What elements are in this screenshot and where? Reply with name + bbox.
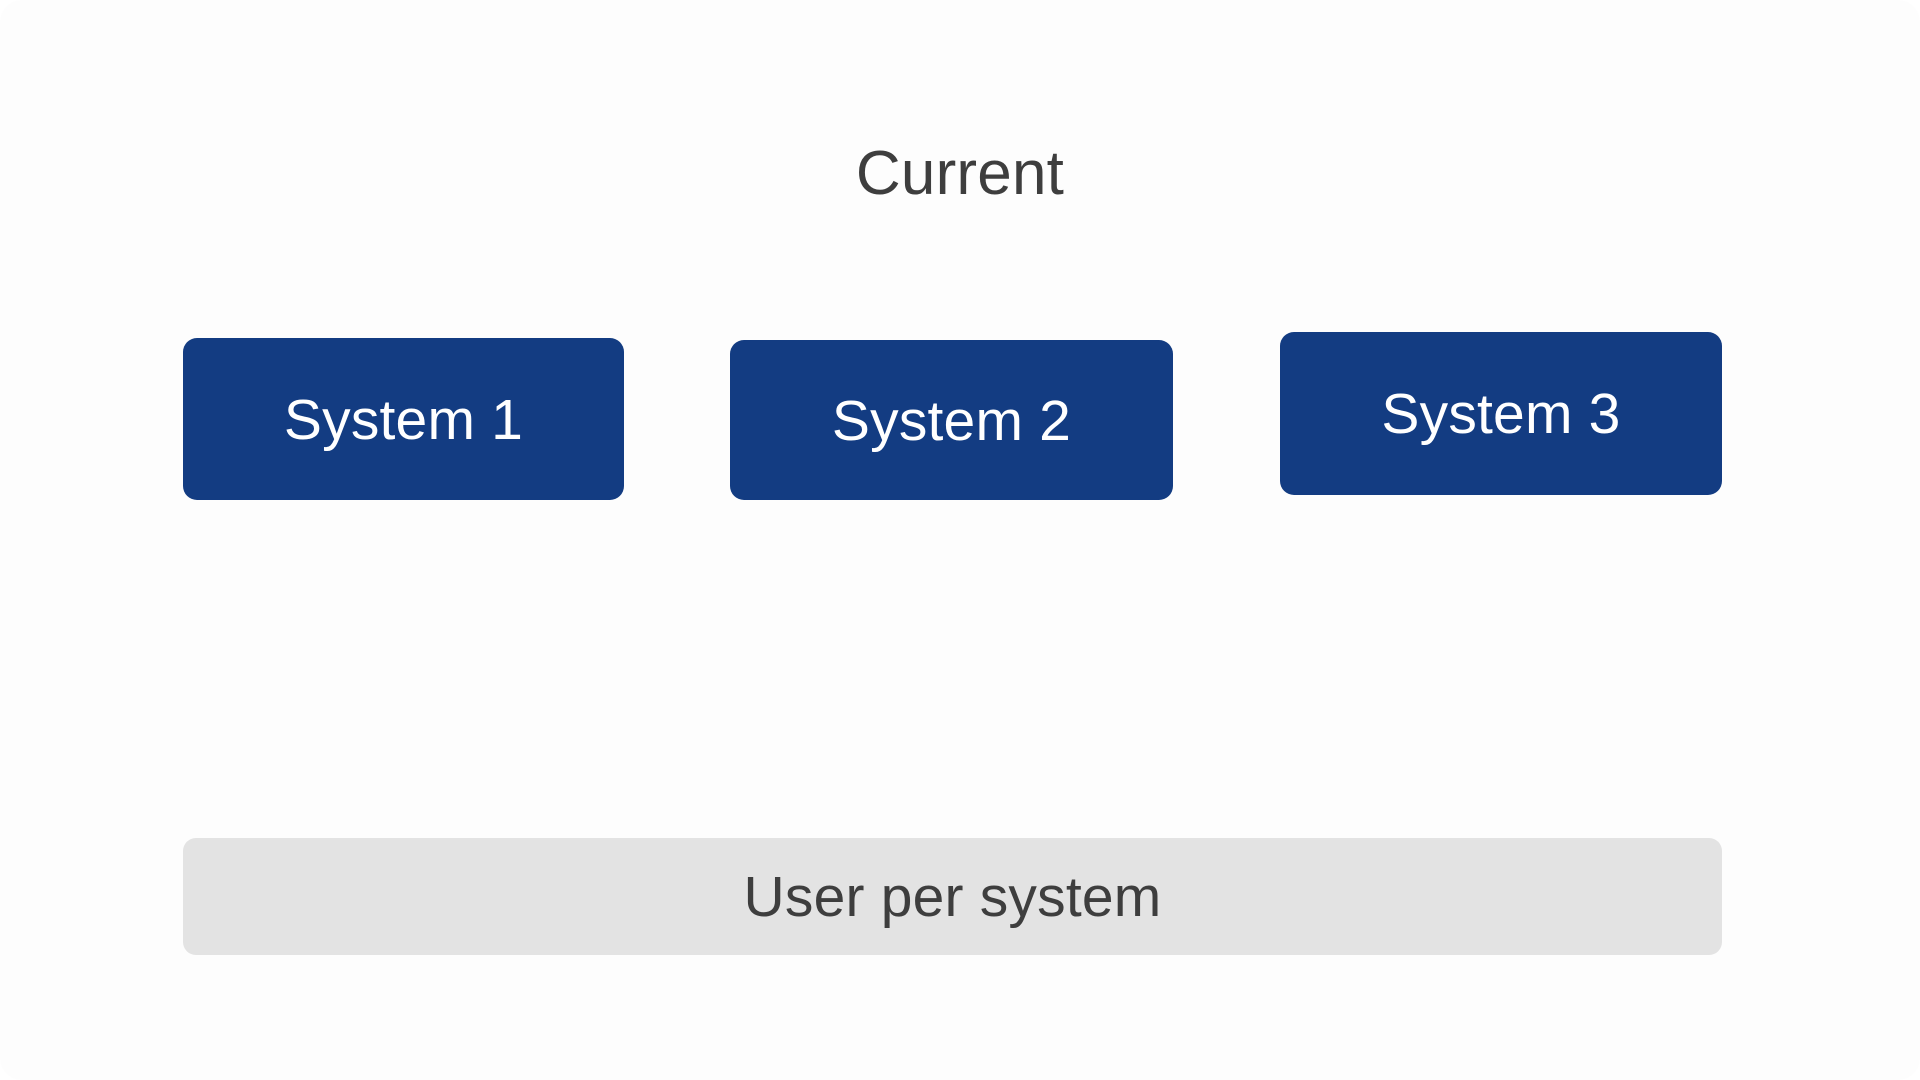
system-button-system-3[interactable]: System 3 (1280, 332, 1722, 495)
user-per-system-button[interactable]: User per system (183, 838, 1722, 955)
system-button-system-2[interactable]: System 2 (730, 340, 1173, 500)
system-button-label: System 3 (1381, 382, 1621, 446)
page-title: Current (855, 138, 1065, 208)
system-button-label: System 2 (831, 388, 1072, 453)
system-button-system-1[interactable]: System 1 (183, 338, 624, 500)
system-button-label: System 1 (283, 387, 524, 452)
user-per-system-label: User per system (743, 865, 1162, 929)
